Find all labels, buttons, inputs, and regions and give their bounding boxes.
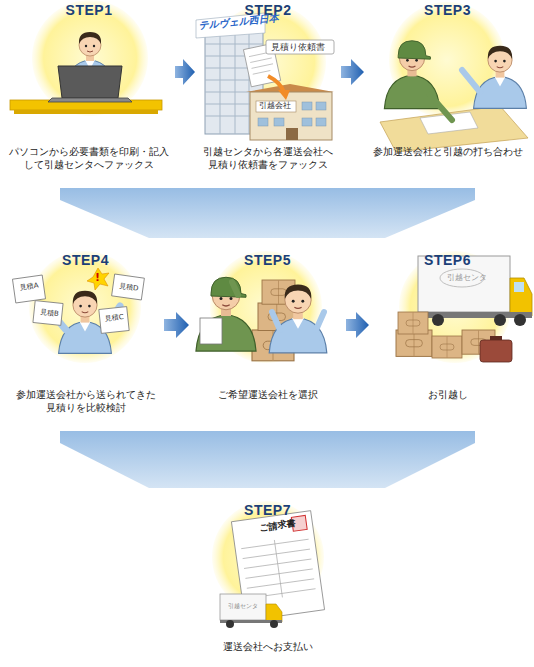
step-caption: パソコンから必要書類を印刷・記入 して引越センタへファックス: [4, 145, 174, 171]
flow-band-arrow: [60, 431, 475, 488]
step-heading: STEP7: [195, 502, 340, 518]
illustration-label: 見積り依頼書: [271, 43, 325, 52]
illustration-label: 引越センタ: [228, 603, 258, 609]
step-caption: ご希望運送会社を選択: [190, 388, 345, 401]
step-caption: 運送会社へお支払い: [195, 640, 340, 653]
flow-arrow: [346, 312, 369, 338]
step-heading: STEP1: [4, 2, 174, 18]
flow-arrow: [164, 312, 189, 338]
flow-arrow: [341, 59, 364, 85]
step-heading: STEP5: [190, 252, 345, 268]
step-caption: 参加運送会社と引越の打ち合わせ: [365, 145, 530, 158]
step-caption: お引越し: [370, 388, 525, 401]
step-caption: 参加運送会社から送られてきた 見積りを比較検討: [8, 388, 163, 414]
flow-arrow: [175, 59, 195, 85]
step-node: STEP3 参加運送会社と引越の打ち合わせ: [365, 2, 530, 172]
illustration-label: 引越会社: [259, 102, 291, 110]
flow-band-arrow: [60, 188, 475, 238]
step-caption: 引越センタから各運送会社へ 見積り依頼書をファックス: [196, 145, 340, 171]
step-heading: STEP3: [365, 2, 530, 18]
step-node: STEP1 パソコンから必要書類を印刷・記入 して引越センタへファックス: [4, 2, 174, 172]
step-node: STEP4 参加運送会社から送られてきた 見積りを比較検討: [8, 252, 163, 415]
step-heading: STEP6: [370, 252, 525, 268]
step-heading: STEP4: [8, 252, 163, 268]
illustration-label: 引越センタ: [447, 274, 487, 282]
step-node: STEP5 ご希望運送会社を選択: [190, 252, 345, 415]
illustration-label: !: [95, 272, 100, 283]
